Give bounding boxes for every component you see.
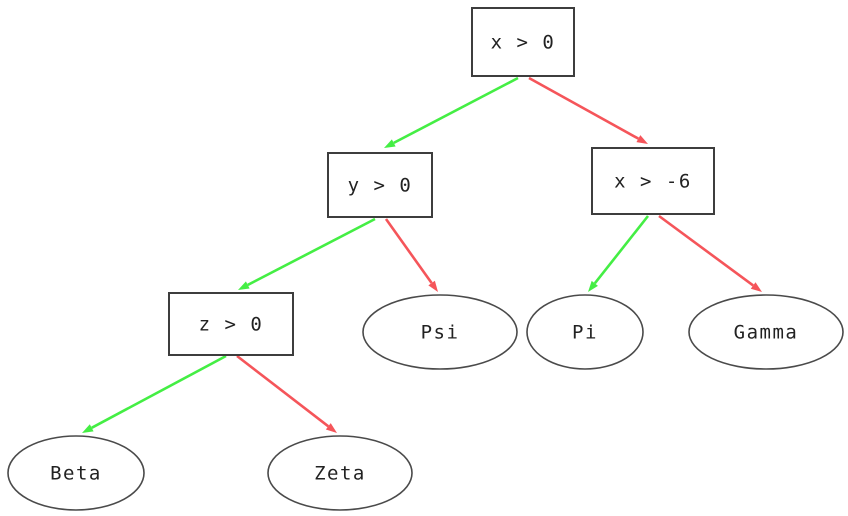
edge-arrowhead [82, 424, 94, 433]
edge-layer [82, 76, 762, 433]
node-zeta[interactable]: Zeta [267, 435, 413, 511]
edge-line [91, 354, 227, 429]
node-beta[interactable]: Beta [7, 435, 145, 511]
leaf-node-ellipse[interactable] [688, 294, 844, 370]
node-label: y > 0 [348, 175, 413, 197]
edge-line [393, 76, 519, 145]
node-y_gt_0[interactable]: y > 0 [327, 152, 433, 218]
node-psi[interactable]: Psi [362, 294, 518, 370]
node-label: x > -6 [614, 171, 692, 193]
decision-node-box[interactable] [327, 152, 433, 218]
edge-z_gt_0-to-beta [82, 354, 227, 433]
edge-arrowhead [238, 281, 250, 290]
edge-arrowhead [428, 280, 438, 292]
node-label: Beta [50, 463, 102, 485]
edge-arrowhead [384, 139, 396, 148]
edge-line [593, 215, 650, 285]
edge-line [236, 354, 330, 428]
edge-arrowhead [750, 282, 762, 292]
leaf-node-ellipse[interactable] [362, 294, 518, 370]
edge-y_gt_0-to-psi [384, 218, 438, 292]
edge-arrowhead [636, 135, 648, 144]
node-pi[interactable]: Pi [526, 294, 644, 370]
node-gamma[interactable]: Gamma [688, 294, 844, 370]
node-root[interactable]: x > 0 [471, 7, 575, 77]
node-label: z > 0 [199, 314, 264, 336]
edge-z_gt_0-to-zeta [236, 354, 337, 433]
edge-root-to-y_gt_0 [384, 76, 519, 148]
edge-arrowhead [325, 423, 337, 433]
node-label: Zeta [314, 463, 366, 485]
node-x_gt_m6[interactable]: x > -6 [591, 147, 715, 215]
leaf-node-ellipse[interactable] [526, 294, 644, 370]
node-label: Psi [421, 322, 460, 344]
edge-y_gt_0-to-z_gt_0 [238, 217, 376, 290]
edge-line [384, 218, 433, 284]
edge-line [528, 76, 640, 140]
edge-arrowhead [588, 280, 598, 292]
decision-node-box[interactable] [168, 292, 294, 356]
decision-node-box[interactable] [471, 7, 575, 77]
node-label: x > 0 [491, 32, 556, 54]
leaf-node-ellipse[interactable] [267, 435, 413, 511]
edge-root-to-x_gt_m6 [528, 76, 648, 144]
leaf-node-ellipse[interactable] [7, 435, 145, 511]
edge-line [247, 217, 376, 287]
node-z_gt_0[interactable]: z > 0 [168, 292, 294, 356]
edge-line [658, 214, 754, 287]
node-label: Pi [572, 322, 598, 344]
decision-node-box[interactable] [591, 147, 715, 215]
edge-x_gt_m6-to-pi [588, 215, 650, 292]
edge-x_gt_m6-to-gamma [658, 214, 762, 292]
node-label: Gamma [734, 322, 799, 344]
